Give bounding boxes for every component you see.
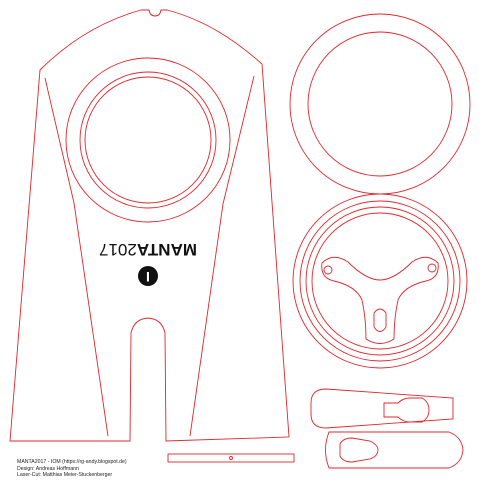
logo-text-bold: MANTA xyxy=(137,240,197,259)
bracket-lower-slot xyxy=(339,437,379,463)
ring-inner xyxy=(307,31,453,177)
logo-text-light: 2017 xyxy=(99,240,137,259)
logo-badge-letter: I xyxy=(146,269,150,285)
cover-outer xyxy=(292,193,468,369)
deck-hatch-ring xyxy=(79,71,217,209)
credits-line-project: MANTA2017 - IOM (https://rg-andy.blogspo… xyxy=(17,459,127,465)
cover-ring-3 xyxy=(311,212,449,350)
tab-strip-hole xyxy=(229,456,233,460)
cover-ring-2 xyxy=(305,206,455,356)
yoke-slot xyxy=(373,308,387,332)
deck-hatch-opening xyxy=(84,76,212,204)
svg-text:MANTA2017: MANTA2017 xyxy=(99,240,197,259)
bracket-upper xyxy=(310,388,454,429)
credits-block: MANTA2017 - IOM (https://rg-andy.blogspo… xyxy=(17,459,127,479)
bracket-upper-slot xyxy=(383,397,430,423)
tab-strip xyxy=(167,453,295,463)
logo-badge xyxy=(138,266,158,286)
cover-yoke xyxy=(321,256,439,344)
credits-line-lasercut: Laser-Cut: Matthias Meier-Stuckenberger xyxy=(17,472,113,479)
credits-line-design: Design: Andreas Hoffmann xyxy=(17,465,79,472)
deck-outline xyxy=(9,9,290,442)
cover-ring-1 xyxy=(299,200,461,362)
bracket-lower xyxy=(325,431,464,469)
deck-inner-outline xyxy=(44,77,109,437)
deck-outer-ring xyxy=(65,57,231,223)
yoke-hole-left xyxy=(323,265,333,275)
manta-logo: MANTA2017 xyxy=(99,240,197,259)
yoke-hole-right xyxy=(427,263,437,273)
deck-inner-outline-right xyxy=(189,75,255,437)
